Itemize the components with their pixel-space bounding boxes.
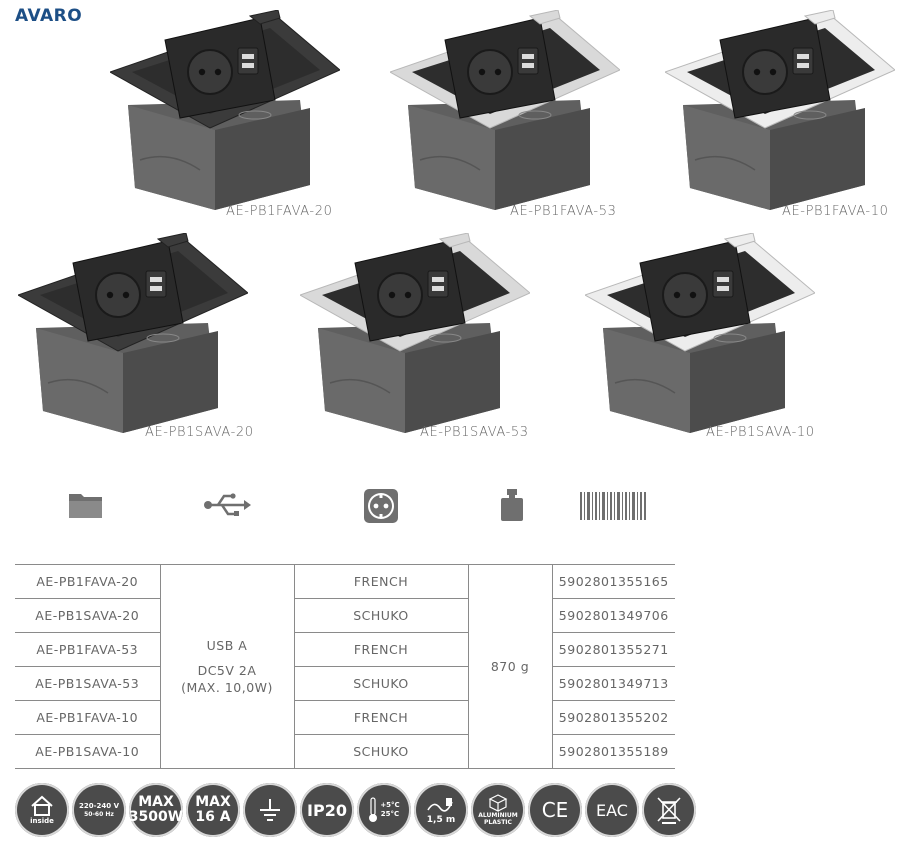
ean-cell: 5902801355202 <box>551 700 675 735</box>
usb-icon <box>204 493 251 516</box>
ean-cell: 5902801355271 <box>551 632 675 667</box>
model-cell: AE-PB1SAVA-20 <box>15 598 160 633</box>
table-row: AE-PB1SAVA-53 SCHUKO 5902801349713 <box>15 666 675 701</box>
table-row: AE-PB1FAVA-53 FRENCH 5902801355271 <box>15 632 675 667</box>
folder-icon <box>69 494 102 518</box>
house-icon <box>31 795 53 816</box>
product-model-label: AE-PB1SAVA-20 <box>145 425 254 440</box>
product-image <box>110 10 340 210</box>
spec-table: AE-PB1FAVA-20 USB A DC5V 2A (MAX. 10,0W)… <box>15 564 675 769</box>
plug-icon <box>427 797 453 812</box>
max-current-top: MAX <box>195 794 231 810</box>
table-row: AE-PB1SAVA-10 SCHUKO 5902801355189 <box>15 734 675 769</box>
material-line1: ALUMINIUM <box>478 812 518 819</box>
weight-icon <box>501 489 523 521</box>
model-cell: AE-PB1SAVA-53 <box>15 666 160 701</box>
socket-type-cell: SCHUKO <box>293 598 468 633</box>
socket-icon <box>364 489 398 523</box>
eac-mark: EAC <box>596 800 628 820</box>
ce-mark: CE <box>541 797 569 822</box>
temp-low: 25°C <box>380 810 400 818</box>
ce-badge: CE <box>528 783 582 837</box>
brand-title: AVARO <box>15 6 83 26</box>
ean-cell: 5902801349713 <box>551 666 675 701</box>
usb-spec-cell: USB A DC5V 2A (MAX. 10,0W) <box>159 564 294 769</box>
product-model-label: AE-PB1SAVA-10 <box>706 425 815 440</box>
earthing-badge <box>243 783 297 837</box>
usb-output: DC5V 2A <box>197 663 257 678</box>
model-cell: AE-PB1FAVA-20 <box>15 564 160 599</box>
material-badge: ALUMINIUM PLASTIC <box>471 783 525 837</box>
socket-type-cell: FRENCH <box>293 632 468 667</box>
ean-cell: 5902801355165 <box>551 564 675 599</box>
eac-badge: EAC <box>585 783 639 837</box>
weight-cell: 870 g <box>467 564 552 769</box>
temperature-badge: +5°C 25°C <box>357 783 411 837</box>
cable-length-value: 1,5 m <box>426 814 456 825</box>
model-cell: AE-PB1FAVA-53 <box>15 632 160 667</box>
ground-icon <box>260 799 280 821</box>
model-cell: AE-PB1SAVA-10 <box>15 734 160 769</box>
ip-rating-badge: IP20 <box>300 783 354 837</box>
power-box-drawing <box>585 233 815 433</box>
product-model-label: AE-PB1SAVA-53 <box>420 425 529 440</box>
weee-badge <box>642 783 696 837</box>
max-current-badge: MAX 16 A <box>186 783 240 837</box>
power-box-drawing <box>665 10 895 210</box>
usb-max-power: (MAX. 10,0W) <box>181 680 273 695</box>
voltage-badge: 220-240 V 50-60 Hz <box>72 783 126 837</box>
voltage-value: 220-240 V <box>79 802 119 810</box>
table-row: AE-PB1FAVA-20 USB A DC5V 2A (MAX. 10,0W)… <box>15 564 675 769</box>
usb-type: USB A <box>206 638 248 653</box>
max-power-top: MAX <box>138 794 174 810</box>
product-image <box>390 10 620 210</box>
max-power-value: 3500W <box>128 809 184 825</box>
power-box-drawing <box>300 233 530 433</box>
ean-cell: 5902801355189 <box>551 734 675 769</box>
socket-type-cell: SCHUKO <box>293 734 468 769</box>
socket-type-cell: FRENCH <box>293 564 468 599</box>
inside-label: inside <box>30 816 54 825</box>
product-model-label: AE-PB1FAVA-20 <box>226 204 333 219</box>
ean-cell: 5902801349706 <box>551 598 675 633</box>
product-model-label: AE-PB1FAVA-53 <box>510 204 617 219</box>
temp-high: +5°C <box>380 801 400 809</box>
power-box-drawing <box>18 233 248 433</box>
max-current-value: 16 A <box>195 809 231 825</box>
cube-icon <box>488 794 508 812</box>
power-box-drawing <box>110 10 340 210</box>
material-line2: PLASTIC <box>484 819 512 826</box>
thermometer-icon <box>369 797 378 822</box>
cable-length-badge: 1,5 m <box>414 783 468 837</box>
socket-type-cell: FRENCH <box>293 700 468 735</box>
max-power-badge: MAX 3500W <box>129 783 183 837</box>
product-image <box>665 10 895 210</box>
crossed-bin-icon <box>657 797 681 824</box>
indoor-use-badge: inside <box>15 783 69 837</box>
socket-type-cell: SCHUKO <box>293 666 468 701</box>
frequency-value: 50-60 Hz <box>84 811 114 818</box>
ip-value: IP20 <box>307 800 347 820</box>
barcode-icon <box>580 492 646 520</box>
power-box-drawing <box>390 10 620 210</box>
product-image <box>300 233 530 433</box>
product-image <box>585 233 815 433</box>
product-image <box>18 233 248 433</box>
table-row: AE-PB1SAVA-20 SCHUKO 5902801349706 <box>15 598 675 633</box>
model-cell: AE-PB1FAVA-10 <box>15 700 160 735</box>
table-row: AE-PB1FAVA-10 FRENCH 5902801355202 <box>15 700 675 735</box>
product-model-label: AE-PB1FAVA-10 <box>782 204 889 219</box>
